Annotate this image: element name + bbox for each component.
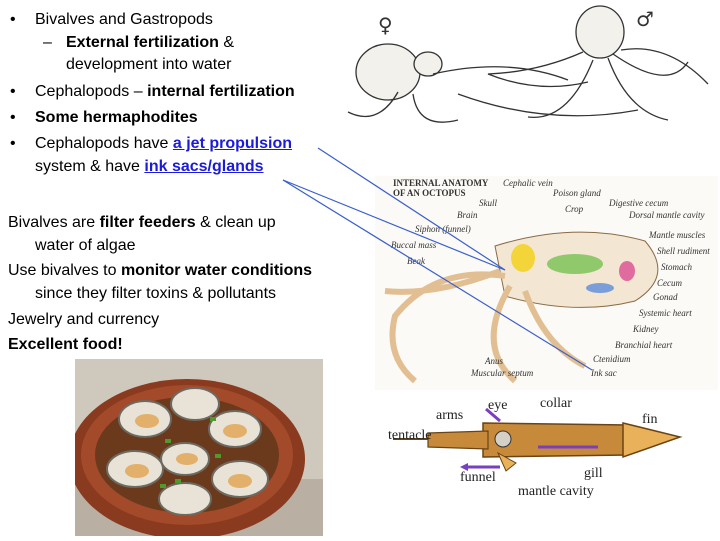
label-brain: Brain	[457, 210, 478, 220]
octopus-anatomy-diagram: INTERNAL ANATOMY OF AN OCTOPUS Cephalic …	[375, 176, 718, 390]
label-branchial-heart: Branchial heart	[615, 340, 673, 350]
squid-label-funnel: funnel	[460, 470, 496, 485]
ink-sacs-link[interactable]: ink sacs/glands	[144, 158, 264, 175]
label-cecum: Cecum	[657, 278, 682, 288]
bullet-item: •Some hermaphodites	[8, 106, 338, 130]
label-siphon: Siphon (funnel)	[415, 224, 471, 234]
label-beak: Beak	[407, 256, 426, 266]
label-cephalic-vein: Cephalic vein	[503, 178, 553, 188]
male-symbol-icon: ♂	[636, 7, 654, 31]
bullet-dot-icon: •	[10, 83, 16, 100]
squid-label-tentacle: tentacle	[388, 428, 432, 443]
squid-label-collar: collar	[540, 396, 572, 411]
dash-icon: –	[43, 34, 52, 51]
paragraph-food: Excellent food!	[8, 336, 123, 353]
label-anus: Anus	[484, 356, 503, 366]
squid-label-mantle-cavity: mantle cavity	[518, 484, 594, 499]
label-mantle-muscles: Mantle muscles	[648, 230, 706, 240]
squid-label-arms: arms	[436, 408, 463, 423]
label-digestive-cecum: Digestive cecum	[608, 198, 669, 208]
squid-label-gill: gill	[584, 466, 603, 481]
label-poison-gland: Poison gland	[552, 188, 601, 198]
label-ink-sac: Ink sac	[590, 368, 617, 378]
sub-bullet-item: –External fertilization &development int…	[43, 34, 235, 73]
bullet-dot-icon: •	[10, 11, 16, 28]
bullet-dot-icon: •	[10, 109, 16, 126]
squid-label-fin: fin	[642, 412, 658, 427]
label-ctenidium: Ctenidium	[593, 354, 631, 364]
octopus-pair-illustration: ♀ ♂	[338, 2, 718, 134]
anatomy-title-1: INTERNAL ANATOMY	[393, 178, 489, 188]
bullet-item: •Bivalves and Gastropods	[8, 8, 338, 32]
female-symbol-icon: ♀	[378, 13, 393, 37]
squid-diagram: eye collar arms fin tentacle funnel gill…	[388, 393, 688, 503]
label-stomach: Stomach	[661, 262, 692, 272]
paragraph-monitor-water: Use bivalves to monitor water conditions…	[8, 262, 313, 302]
label-buccal-mass: Buccal mass	[391, 240, 437, 250]
anatomy-title-2: OF AN OCTOPUS	[393, 188, 466, 198]
bullet-dot-icon: •	[10, 135, 16, 152]
squid-label-eye: eye	[488, 398, 507, 413]
label-skull: Skull	[479, 198, 497, 208]
label-systemic-heart: Systemic heart	[639, 308, 692, 318]
label-crop: Crop	[565, 204, 584, 214]
bullet-item: •Cephalopods – internal fertilization	[8, 80, 338, 104]
label-muscular-septum: Muscular septum	[470, 368, 534, 378]
clams-photo	[69, 359, 323, 539]
paragraph-jewelry: Jewelry and currency	[8, 311, 160, 328]
label-shell-rudiment: Shell rudiment	[657, 246, 710, 256]
bullet-list: •Bivalves and Gastropods –External ferti…	[8, 8, 338, 178]
label-kidney: Kidney	[632, 324, 659, 334]
label-gonad: Gonad	[653, 292, 678, 302]
jet-propulsion-link[interactable]: a jet propulsion	[172, 135, 293, 152]
paragraph-filter-feeders: Bivalves are filter feeders & clean up w…	[8, 214, 276, 254]
label-dorsal-mantle-cavity: Dorsal mantle cavity	[628, 210, 705, 220]
